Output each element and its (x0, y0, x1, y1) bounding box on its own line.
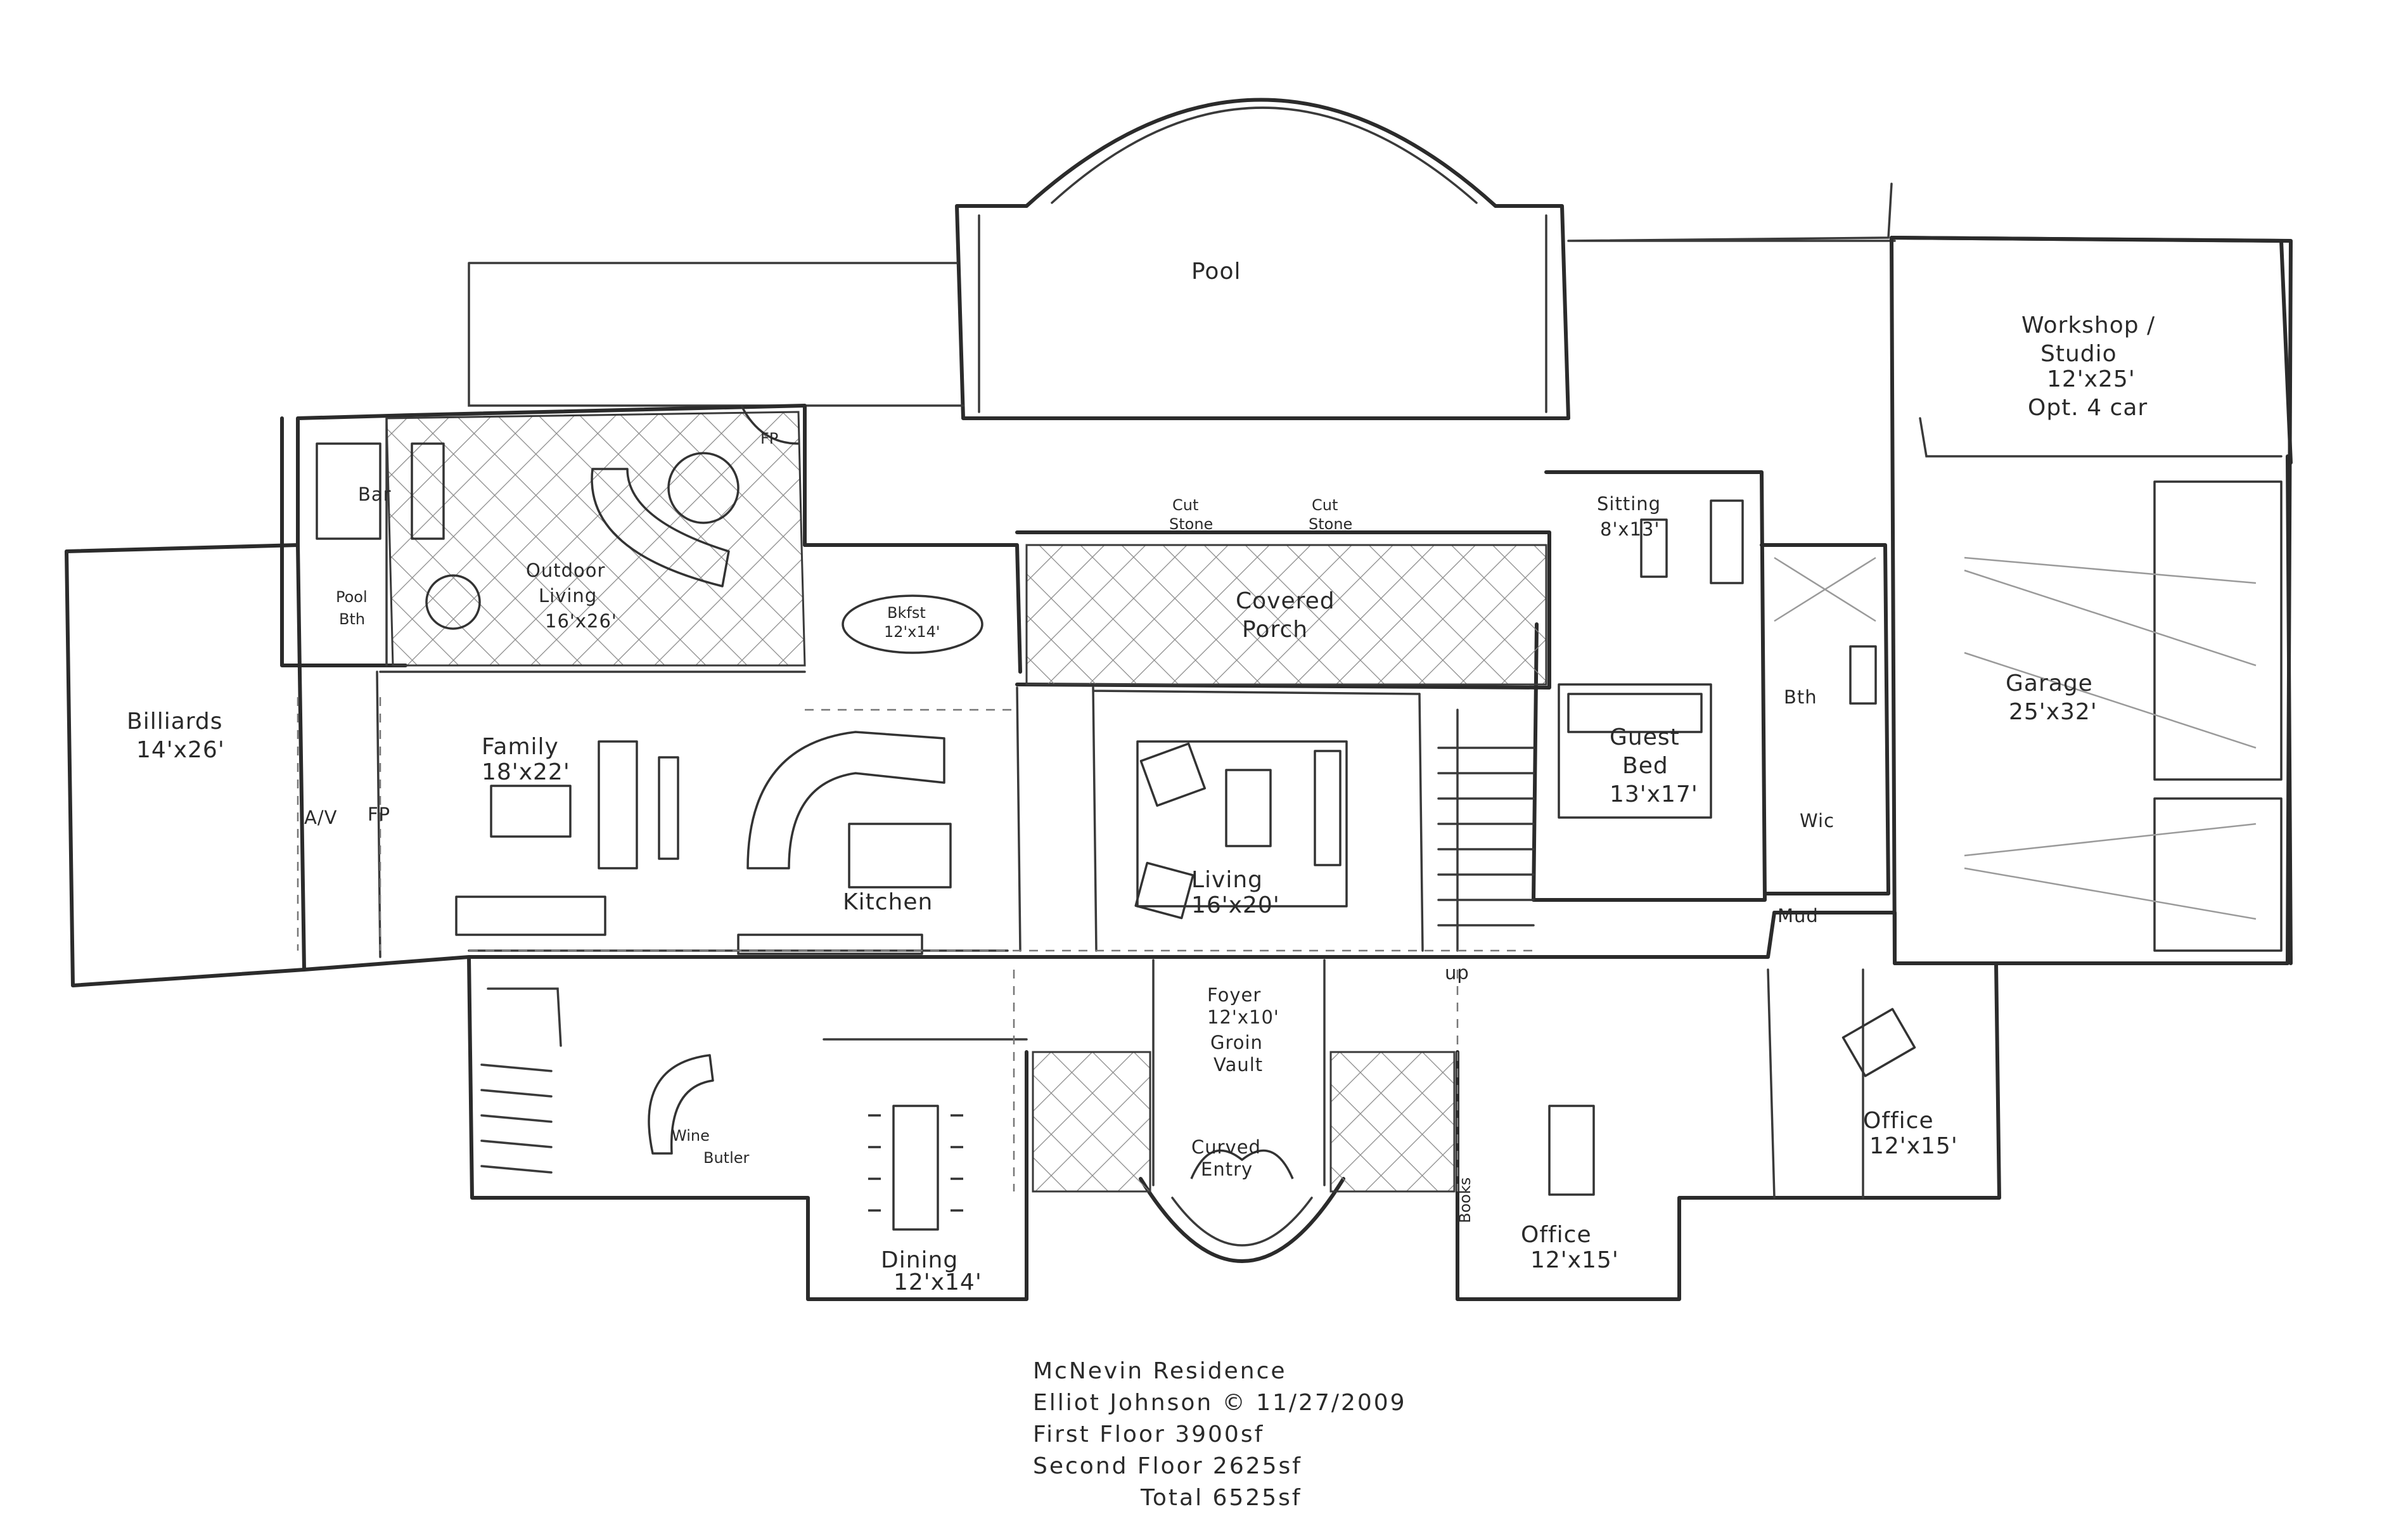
label-av: A/V (304, 807, 337, 828)
label-cut-stone-1b: Stone (1169, 515, 1213, 533)
label-office-2b: 12'x15' (1869, 1133, 1958, 1159)
label-sitting-1: Sitting (1597, 493, 1661, 515)
garage-wing (1890, 236, 2293, 965)
label-cut-stone-1a: Cut (1172, 496, 1198, 514)
label-office-2a: Office (1863, 1108, 1934, 1134)
label-garage-2: 25'x32' (2009, 699, 2097, 725)
label-dining-1: Dining (881, 1247, 958, 1273)
label-outdoor-3: 16'x26' (545, 610, 617, 632)
label-pool-bath-1: Pool (336, 588, 368, 606)
label-workshop-1: Workshop / (2021, 312, 2155, 338)
label-wic: Wic (1800, 810, 1835, 831)
label-pool-bath-2: Bth (339, 610, 365, 628)
title-line-3: First Floor 3900sf (1033, 1422, 1264, 1447)
label-bar: Bar (358, 484, 392, 505)
label-bath: Bth (1784, 686, 1817, 708)
label-office-1b: 12'x15' (1530, 1247, 1619, 1273)
label-foyer-4: Vault (1214, 1054, 1263, 1075)
label-family-2: 18'x22' (482, 759, 570, 785)
label-cut-stone-2a: Cut (1312, 496, 1338, 514)
title-line-1: McNevin Residence (1033, 1358, 1287, 1384)
label-porch-2: Porch (1242, 617, 1308, 643)
label-workshop-4: Opt. 4 car (2028, 395, 2148, 421)
label-foyer-3: Groin (1210, 1032, 1263, 1053)
hatched-patios (385, 411, 1547, 1193)
label-guest-3: 13'x17' (1610, 781, 1698, 807)
label-billiards-2: 14'x26' (136, 737, 225, 763)
label-outdoor-1: Outdoor (526, 560, 605, 581)
label-cut-stone-2b: Stone (1309, 515, 1352, 533)
label-guest-2: Bed (1622, 753, 1668, 779)
label-wine: Wine (672, 1127, 710, 1145)
label-workshop-2: Studio (2040, 341, 2117, 367)
furniture (316, 405, 1916, 1231)
label-bkfst-2: 12'x14' (884, 623, 940, 641)
rear-terrace-outline (468, 183, 1896, 407)
label-foyer-2: 12'x10' (1207, 1006, 1279, 1028)
label-porch-1: Covered (1236, 588, 1335, 614)
label-kitchen: Kitchen (843, 889, 933, 915)
label-sitting-2: 8'x13' (1600, 518, 1660, 540)
label-office-1a: Office (1521, 1222, 1592, 1248)
dashed-lines (297, 697, 1534, 1191)
pool-area (955, 98, 1570, 420)
room-labels: Pool Workshop / Studio 12'x25' Opt. 4 ca… (127, 259, 2155, 1295)
label-outdoor-2: Living (539, 585, 597, 606)
label-living-1: Living (1191, 867, 1263, 893)
label-mud: Mud (1777, 905, 1819, 927)
label-foyer-1: Foyer (1207, 984, 1261, 1006)
title-line-4: Second Floor 2625sf (1033, 1453, 1302, 1479)
label-billiards-1: Billiards (127, 709, 223, 735)
label-family-1: Family (482, 734, 559, 760)
label-fp-family: FP (368, 804, 390, 825)
label-pool: Pool (1191, 259, 1241, 285)
label-butler: Butler (703, 1149, 750, 1167)
label-workshop-3: 12'x25' (2047, 366, 2136, 392)
label-guest-1: Guest (1610, 724, 1680, 750)
label-entry-2: Entry (1201, 1158, 1253, 1180)
label-entry-1: Curved (1191, 1136, 1261, 1158)
main-house-walls (65, 404, 2001, 1301)
title-line-5: Total 6525sf (1140, 1485, 1302, 1511)
label-books: Books (1456, 1178, 1474, 1223)
label-garage-1: Garage (2006, 671, 2093, 696)
title-block: McNevin Residence Elliot Johnson © 11/27… (1033, 1358, 1407, 1511)
label-up: up (1445, 962, 1470, 984)
label-dining-2: 12'x14' (893, 1269, 982, 1295)
label-living-2: 16'x20' (1191, 892, 1280, 918)
label-fp-outdoor: FP (760, 430, 778, 447)
title-line-2: Elliot Johnson © 11/27/2009 (1033, 1390, 1407, 1416)
label-bkfst-1: Bkfst (887, 604, 926, 622)
